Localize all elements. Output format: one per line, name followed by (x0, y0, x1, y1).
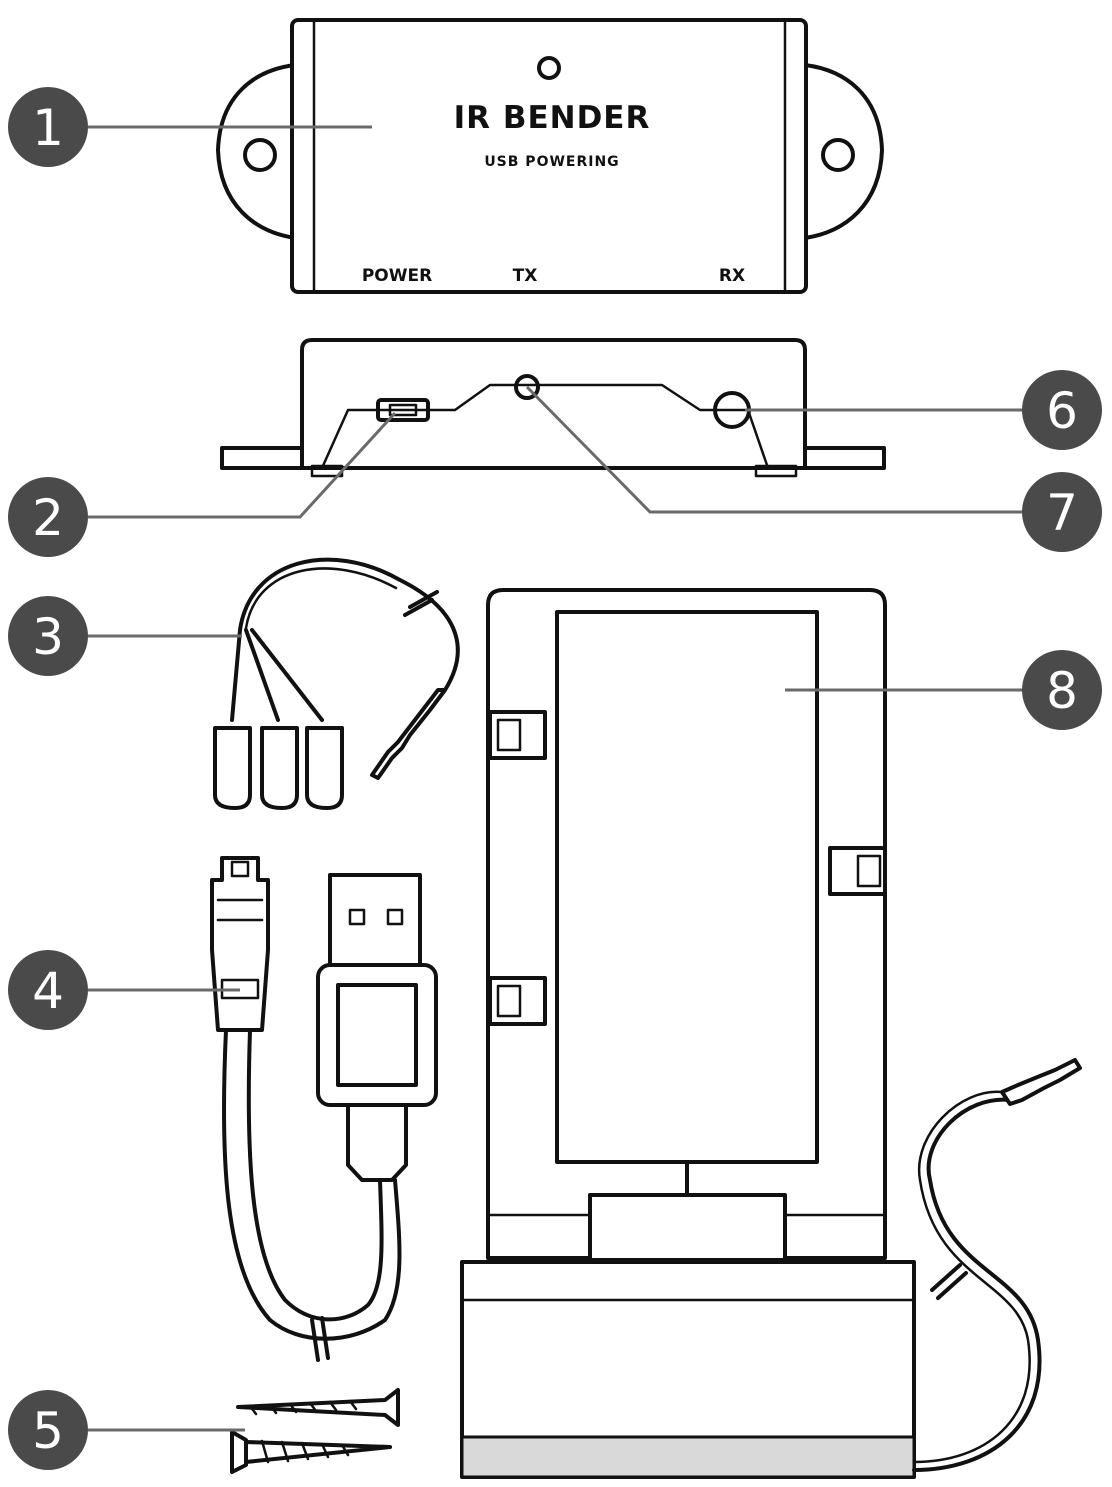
callout-number: 6 (1046, 382, 1078, 440)
callout-4: 4 (8, 950, 88, 1030)
mounting-screws (230, 1388, 400, 1474)
port-label-power: POWER (362, 266, 432, 286)
ir-bender-unit-top-view: IR BENDER USB POWERING POWER TX RX (216, 18, 884, 294)
callout-number: 5 (32, 1402, 64, 1460)
port-label-rx: RX (719, 266, 745, 286)
usb-cable (210, 856, 438, 1362)
callout-8: 8 (1022, 650, 1102, 730)
phone-dock-holder (460, 588, 1082, 1479)
callout-7: 7 (1022, 472, 1102, 552)
callout-6: 6 (1022, 370, 1102, 450)
callout-number: 7 (1046, 484, 1078, 542)
callout-number: 1 (32, 99, 64, 157)
leader-lines (88, 125, 1022, 1432)
callout-3: 3 (8, 596, 88, 676)
device-title: IR BENDER (454, 100, 651, 136)
callout-number: 2 (32, 489, 64, 547)
callout-number: 8 (1046, 662, 1078, 720)
callout-5: 5 (8, 1390, 88, 1470)
leader-line-7 (525, 385, 1022, 514)
callout-number: 4 (32, 962, 64, 1020)
callout-2: 2 (8, 477, 88, 557)
callout-1: 1 (8, 87, 88, 167)
ir-emitter-cable (213, 557, 460, 810)
callout-number: 3 (32, 608, 64, 666)
port-label-tx: TX (513, 266, 538, 286)
device-subtitle: USB POWERING (484, 154, 619, 170)
ir-bender-unit-side-view (220, 338, 886, 478)
leader-line-2 (88, 411, 397, 519)
